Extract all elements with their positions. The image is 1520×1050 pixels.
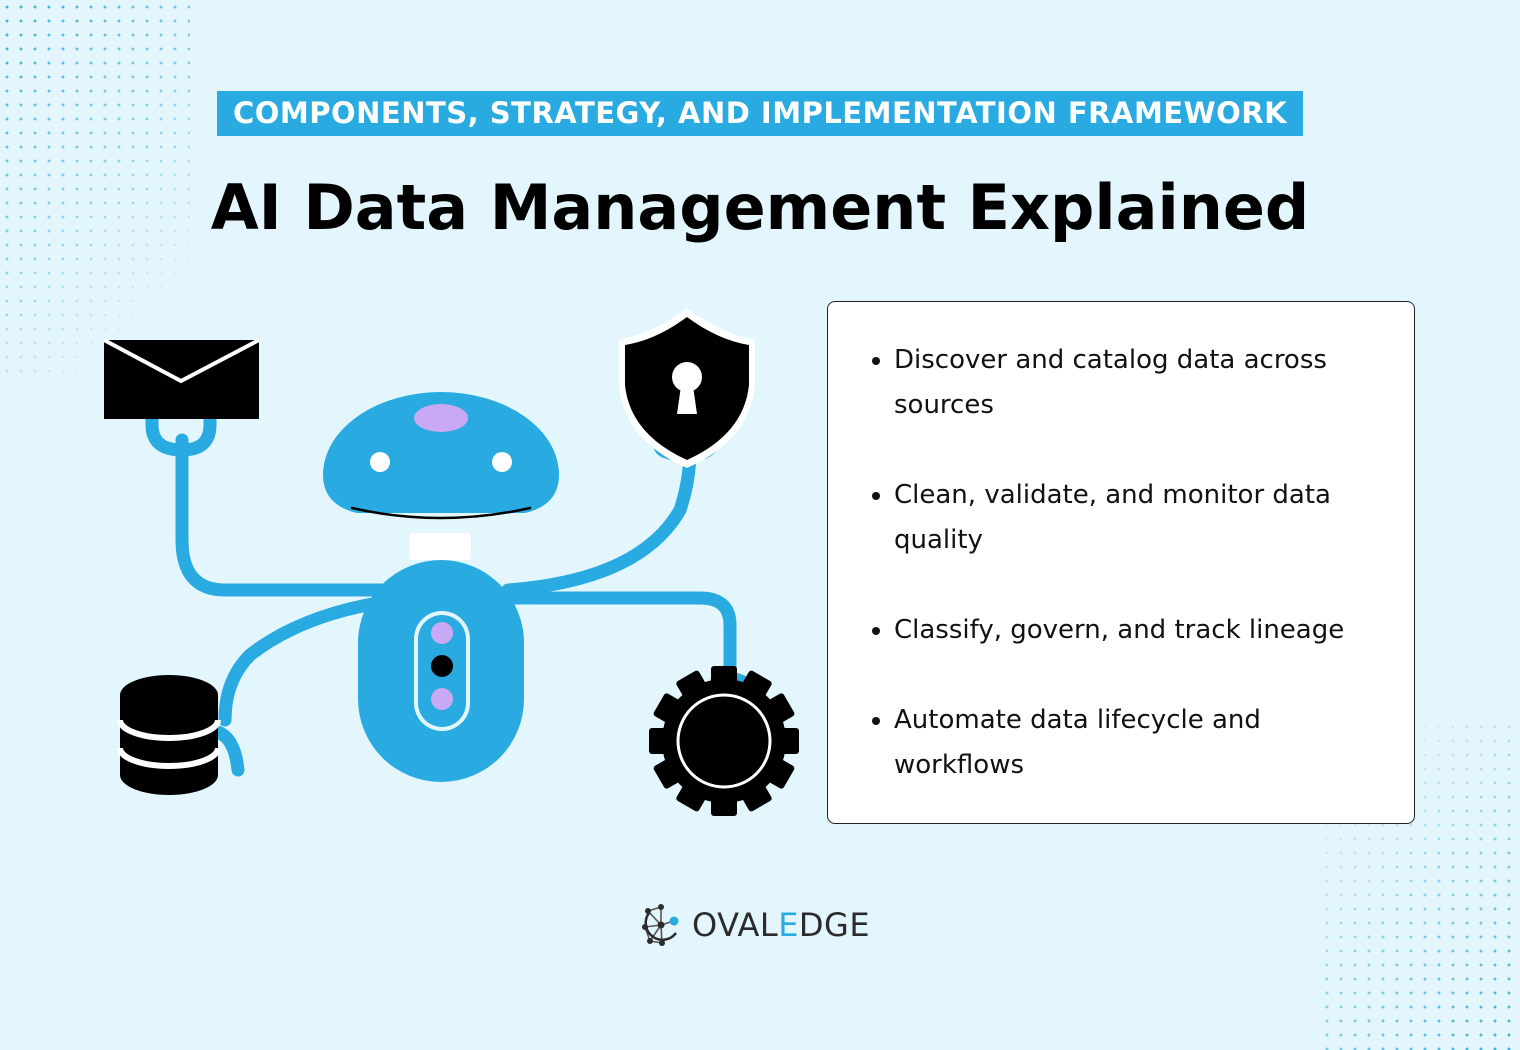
gear-icon (649, 666, 799, 816)
envelope-icon (103, 338, 260, 419)
list-item: Clean, validate, and monitor data qualit… (870, 473, 1390, 563)
list-item: Automate data lifecycle and workflows (870, 698, 1390, 788)
feature-card: Discover and catalog data across sources… (827, 301, 1415, 824)
robot-icon (323, 392, 559, 782)
database-icon (117, 675, 221, 795)
list-item: Discover and catalog data across sources (870, 338, 1390, 428)
brand-name: OVALEDGE (692, 906, 871, 944)
robot-illustration (103, 308, 799, 816)
network-icon (642, 904, 679, 946)
decorative-dots-top-left (0, 0, 190, 380)
page-title: AI Data Management Explained (210, 171, 1310, 244)
subtitle-banner: COMPONENTS, STRATEGY, AND IMPLEMENTATION… (0, 91, 1520, 136)
brand-logo: OVALEDGE (640, 900, 890, 950)
shield-lock-icon (619, 308, 755, 468)
subtitle: COMPONENTS, STRATEGY, AND IMPLEMENTATION… (216, 91, 1304, 136)
feature-list: Discover and catalog data across sources… (870, 338, 1390, 833)
list-item: Classify, govern, and track lineage (870, 608, 1390, 653)
